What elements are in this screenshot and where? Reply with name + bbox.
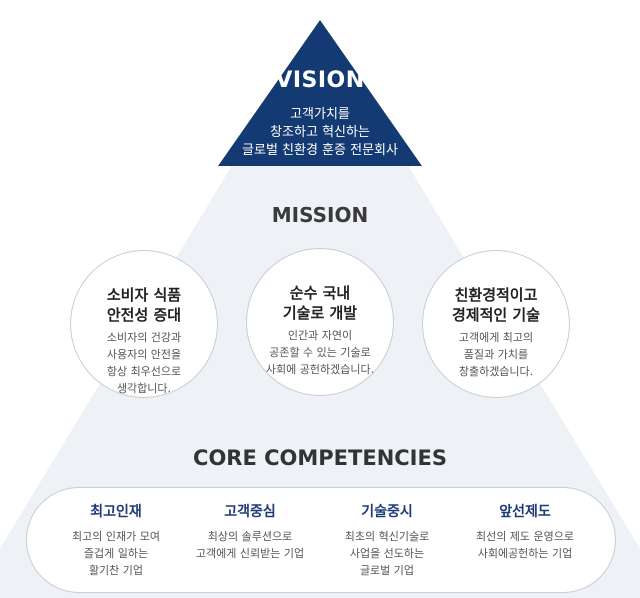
vision-line: 창조하고 혁신하는 <box>270 125 370 140</box>
core-item-desc: 최선의 제도 운영으로 사회에공헌하는 기업 <box>455 528 595 562</box>
mission-desc-line: 품질과 가치를 <box>463 348 529 361</box>
core-item-title: 기술중시 <box>361 504 413 520</box>
core-competencies-panel <box>26 487 616 593</box>
mission-title-line: 기술로 개발 <box>282 304 358 322</box>
mission-desc-line: 공존할 수 있는 기술로 <box>269 346 371 359</box>
mission-title-line: 안전성 증대 <box>106 306 182 324</box>
mission-item-desc: 고객에게 최고의 품질과 가치를 창출하겠습니다. <box>423 329 569 380</box>
core-item-title: 최고인재 <box>90 504 142 520</box>
mission-title-line: 순수 국내 <box>289 284 351 302</box>
core-desc-line: 최선의 제도 운영으로 <box>475 530 575 543</box>
core-desc-line: 최초의 혁신기술로 <box>344 530 430 543</box>
core-item-technology: 기술중시 최초의 혁신기술로 사업을 선도하는 글로벌 기업 <box>317 502 457 579</box>
mission-desc-line: 소비자의 건강과 <box>106 331 182 344</box>
core-desc-line: 최상의 솔루션으로 <box>207 530 293 543</box>
mission-desc-line: 고객에게 최고의 <box>458 331 534 344</box>
mission-circle-eco-tech: 친환경적이고 경제적인 기술 고객에게 최고의 품질과 가치를 창출하겠습니다. <box>422 250 570 398</box>
core-item-desc: 최초의 혁신기술로 사업을 선도하는 글로벌 기업 <box>317 528 457 579</box>
core-desc-line: 고객에게 신뢰받는 기업 <box>195 547 305 560</box>
core-item-customer: 고객중심 최상의 솔루션으로 고객에게 신뢰받는 기업 <box>180 502 320 562</box>
mission-item-title: 친환경적이고 경제적인 기술 <box>423 285 569 325</box>
core-item-talent: 최고인재 최고의 인재가 모여 즐겁게 일하는 활기찬 기업 <box>46 502 186 579</box>
core-item-title: 고객중심 <box>224 504 276 520</box>
mission-title-line: 경제적인 기술 <box>451 306 541 324</box>
core-desc-line: 글로벌 기업 <box>359 564 415 577</box>
mission-title-line: 소비자 식품 <box>106 286 182 304</box>
vision-line: 글로벌 친환경 훈증 전문회사 <box>242 143 398 158</box>
mission-item-title: 순수 국내 기술로 개발 <box>247 283 393 323</box>
vision-line: 고객가치를 <box>290 107 350 122</box>
core-desc-line: 사업을 선도하는 <box>349 547 425 560</box>
mission-desc-line: 인간과 자연이 <box>287 329 353 342</box>
core-desc-line: 사회에공헌하는 기업 <box>477 547 573 560</box>
core-item-title: 앞선제도 <box>499 504 551 520</box>
vision-statement: 고객가치를 창조하고 혁신하는 글로벌 친환경 훈증 전문회사 <box>200 106 440 160</box>
mission-circle-domestic-tech: 순수 국내 기술로 개발 인간과 자연이 공존할 수 있는 기술로 사회에 공헌… <box>246 248 394 396</box>
mission-circle-food-safety: 소비자 식품 안전성 증대 소비자의 건강과 사용자의 안전을 항상 최우선으로… <box>70 250 218 398</box>
mission-title-line: 친환경적이고 <box>454 286 538 304</box>
mission-title: MISSION <box>271 203 369 227</box>
core-item-desc: 최고의 인재가 모여 즐겁게 일하는 활기찬 기업 <box>46 528 186 579</box>
vision-title: VISION <box>275 68 365 93</box>
core-desc-line: 활기찬 기업 <box>88 564 144 577</box>
core-desc-line: 최고의 인재가 모여 <box>72 530 160 543</box>
mission-desc-line: 창출하겠습니다. <box>458 365 534 378</box>
core-desc-line: 즐겁게 일하는 <box>83 547 149 560</box>
mission-desc-line: 생각합니다. <box>116 382 172 395</box>
vision-triangle <box>218 20 422 166</box>
core-competencies-title: CORE COMPETENCIES <box>193 446 447 470</box>
mission-item-desc: 인간과 자연이 공존할 수 있는 기술로 사회에 공헌하겠습니다. <box>247 327 393 378</box>
core-item-system: 앞선제도 최선의 제도 운영으로 사회에공헌하는 기업 <box>455 502 595 562</box>
core-item-desc: 최상의 솔루션으로 고객에게 신뢰받는 기업 <box>180 528 320 562</box>
mission-desc-line: 사용자의 안전을 <box>106 348 182 361</box>
mission-desc-line: 항상 최우선으로 <box>106 365 182 378</box>
mission-desc-line: 사회에 공헌하겠습니다. <box>265 363 375 376</box>
mission-item-title: 소비자 식품 안전성 증대 <box>71 285 217 325</box>
mission-item-desc: 소비자의 건강과 사용자의 안전을 항상 최우선으로 생각합니다. <box>71 329 217 397</box>
